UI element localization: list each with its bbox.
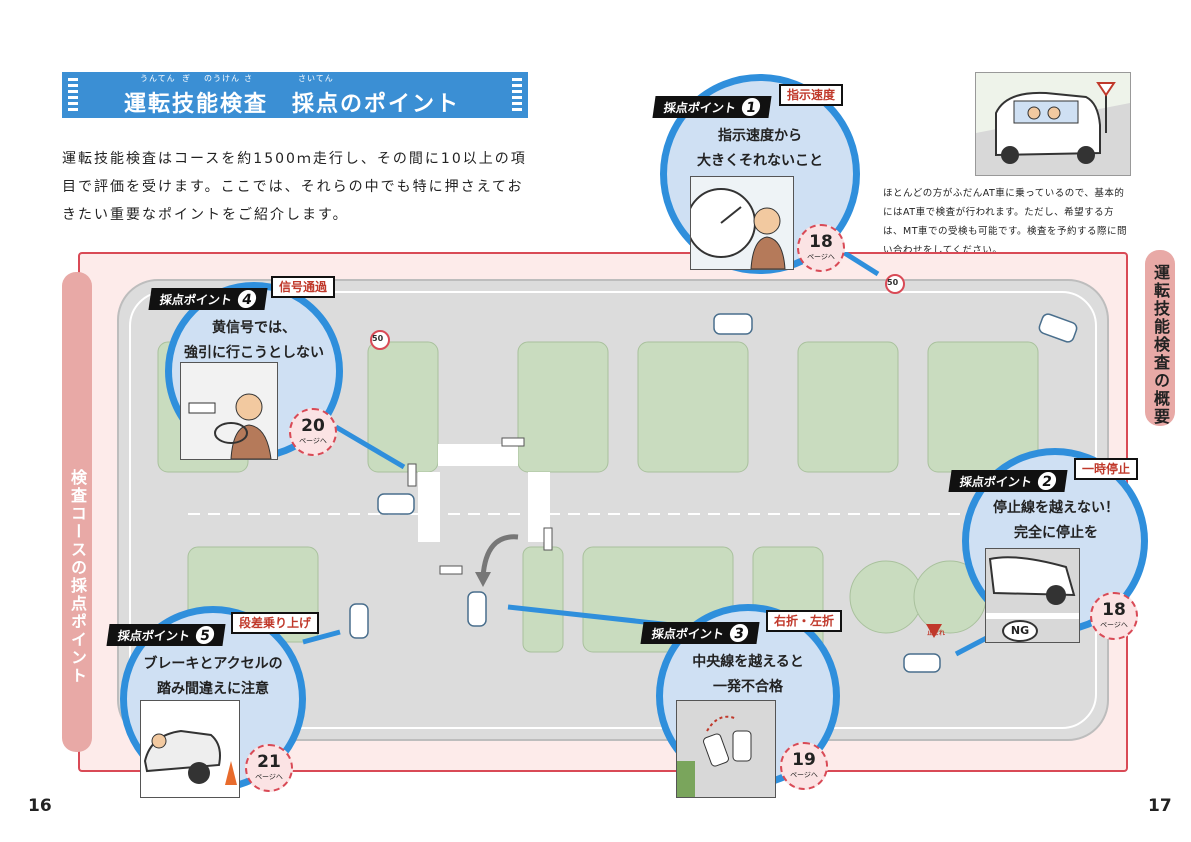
point-tag-text: 採点ポイント bbox=[158, 293, 233, 307]
stop-sign-label: 止まれ bbox=[927, 630, 946, 637]
callout-line: 完全に停止を bbox=[1014, 525, 1098, 541]
page-ref-suffix: ページへ bbox=[255, 773, 283, 781]
point-label: 一時停止 bbox=[1074, 458, 1139, 480]
page-ref-4[interactable]: 20 ページへ bbox=[289, 408, 337, 456]
callout-line: ブレーキとアクセルの bbox=[143, 656, 283, 672]
turn-photo bbox=[676, 700, 776, 798]
title-ruby: ぎ bbox=[182, 74, 191, 83]
page-ref-number: 19 bbox=[792, 750, 816, 770]
page-ref-2[interactable]: 18 ページへ bbox=[1090, 592, 1138, 640]
callout-line: 停止線を越えない！ bbox=[993, 500, 1119, 516]
page-number-right: 17 bbox=[1148, 796, 1172, 816]
point-number: 2 bbox=[1034, 470, 1060, 492]
callout-text: ブレーキとアクセルの 踏み間違えに注意 bbox=[132, 652, 294, 702]
intro-text: 運転技能検査はコースを約1500ｍ走行し、その間に10以上の項目で評価を受けます… bbox=[62, 151, 527, 223]
title-ruby: のうけん bbox=[204, 74, 240, 83]
ng-bubble: NG bbox=[1002, 620, 1038, 642]
point-label: 段差乗り上げ bbox=[231, 612, 320, 634]
page-ref-number: 18 bbox=[809, 232, 833, 252]
title-bar: うんてん ぎ のうけん さ さいてん 運転技能検査 採点のポイント bbox=[62, 72, 528, 118]
title-ruby: うんてん bbox=[140, 74, 176, 83]
page-ref-number: 21 bbox=[257, 752, 281, 772]
point-number: 1 bbox=[738, 96, 764, 118]
callout-line: 黄信号では、 bbox=[212, 320, 296, 336]
side-note: ほとんどの方がふだんAT車に乗っているので、基本的にはAT車で検査が行われます。… bbox=[883, 188, 1128, 256]
speedometer-photo bbox=[690, 176, 794, 270]
right-tab: 運転技能検査の概要 bbox=[1145, 250, 1175, 426]
page-ref-3[interactable]: 19 ページへ bbox=[780, 742, 828, 790]
point-label: 信号通過 bbox=[271, 276, 336, 298]
callout-line: 踏み間違えに注意 bbox=[157, 681, 269, 697]
speed-sign-label: 50 bbox=[372, 334, 384, 343]
page-ref-suffix: ページへ bbox=[807, 253, 835, 261]
page-ref-1[interactable]: 18 ページへ bbox=[797, 224, 845, 272]
step-photo bbox=[140, 700, 240, 798]
page-ref-number: 20 bbox=[301, 416, 325, 436]
page-ref-suffix: ページへ bbox=[790, 771, 818, 779]
point-number: 3 bbox=[726, 622, 752, 644]
callout-text: 指示速度から 大きくそれないこと bbox=[690, 124, 830, 174]
page-title: 運転技能検査 採点のポイント bbox=[124, 92, 461, 117]
page-ref-suffix: ページへ bbox=[299, 437, 327, 445]
speed-sign-label: 50 bbox=[887, 278, 899, 287]
page-ref-suffix: ページへ bbox=[1100, 621, 1128, 629]
point-tag-text: 採点ポイント bbox=[662, 101, 737, 115]
title-stripe-right bbox=[512, 78, 522, 112]
page-ref-5[interactable]: 21 ページへ bbox=[245, 744, 293, 792]
callout-text: 中央線を越えると 一発不合格 bbox=[672, 650, 824, 700]
left-tab: 検査コースの採点ポイント bbox=[62, 272, 92, 752]
point-label: 指示速度 bbox=[779, 84, 844, 106]
point-label: 右折・左折 bbox=[766, 610, 843, 632]
title-stripe-left bbox=[68, 78, 78, 112]
title-ruby: さ bbox=[244, 74, 253, 83]
page-ref-number: 18 bbox=[1102, 600, 1126, 620]
car-illustration bbox=[975, 72, 1131, 176]
point-tag-text: 採点ポイント bbox=[650, 627, 725, 641]
callout-text: 黄信号では、 強引に行こうとしない bbox=[170, 316, 338, 366]
point-tag-text: 採点ポイント bbox=[958, 475, 1033, 489]
callout-line: 一発不合格 bbox=[713, 679, 783, 695]
callout-text: 停止線を越えない！ 完全に停止を bbox=[980, 496, 1132, 546]
page-number-left: 16 bbox=[28, 796, 52, 816]
callout-line: 大きくそれないこと bbox=[697, 153, 823, 169]
driver-photo bbox=[180, 362, 278, 460]
point-number: 5 bbox=[192, 624, 218, 646]
callout-line: 強引に行こうとしない bbox=[184, 345, 324, 361]
callout-line: 中央線を越えると bbox=[692, 654, 804, 670]
point-tag-text: 採点ポイント bbox=[116, 629, 191, 643]
callout-line: 指示速度から bbox=[718, 128, 802, 144]
title-ruby: さいてん bbox=[298, 74, 334, 83]
point-number: 4 bbox=[234, 288, 260, 310]
